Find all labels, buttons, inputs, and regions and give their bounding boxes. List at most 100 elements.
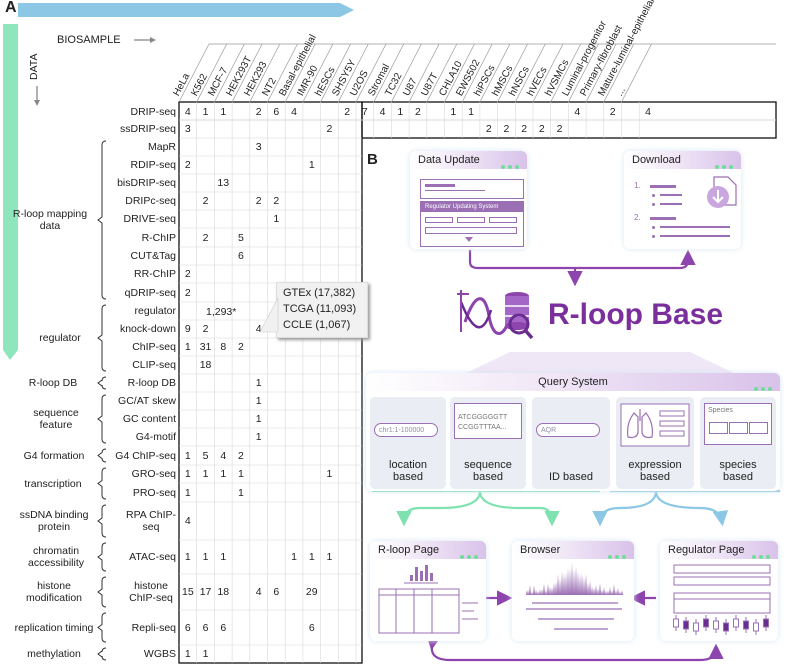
- download-file-icon: [707, 176, 737, 208]
- column-header-divider: [178, 43, 210, 103]
- id-input[interactable]: AQR: [536, 423, 600, 437]
- column-header-divider: [568, 43, 599, 103]
- table-cell: 2: [503, 123, 510, 135]
- column-header-divider: [550, 43, 582, 103]
- group-bracket: [97, 542, 107, 572]
- table-cell: 6: [238, 250, 244, 262]
- row-label: MapR: [147, 141, 176, 153]
- table-cell: 1: [291, 551, 297, 563]
- table-cell: 15: [182, 586, 194, 598]
- species-based-label: species based: [719, 459, 757, 483]
- expression-based-label: expression based: [628, 459, 682, 483]
- rloop-base-logo-text: R-loop Base: [548, 298, 724, 331]
- table-cell: 2: [238, 341, 244, 353]
- table-cell: 1: [308, 551, 315, 563]
- sequence-input-box[interactable]: ATCGGGGGTT CCGGTTTAA...: [454, 403, 522, 439]
- column-header-divider: [621, 43, 652, 103]
- row-label: ChIP-seq: [132, 341, 176, 353]
- table-cell: 4: [184, 515, 191, 527]
- column-header-divider: [373, 43, 405, 103]
- group-bracket: [97, 612, 107, 643]
- table-cell: 3: [184, 123, 191, 135]
- regulator-page-panel: Regulator Page: [660, 541, 778, 641]
- table-cell: 6: [184, 621, 191, 634]
- boxplot-box: [683, 620, 689, 630]
- table-cell: 6: [273, 586, 280, 598]
- table-cell: 1: [220, 551, 227, 563]
- data-update-header: Data Update: [410, 151, 527, 169]
- table-cell: 1: [468, 106, 474, 118]
- table-cell: 9: [184, 323, 191, 335]
- expression-query-card[interactable]: expression based: [616, 397, 694, 489]
- table-cell: 1: [238, 468, 244, 480]
- column-header-divider: [249, 43, 281, 103]
- row-label: WGBS: [143, 648, 176, 660]
- table-cell: 4: [379, 106, 386, 118]
- row-label: DRIPc-seq: [125, 195, 176, 207]
- id-based-label: ID based: [548, 471, 594, 483]
- table-cell: 1: [326, 468, 333, 480]
- row-label: R-ChIP: [141, 231, 176, 244]
- column-header-divider: [320, 43, 351, 103]
- table-cell: 1: [220, 106, 227, 118]
- location-input[interactable]: chr1:1-100000: [374, 423, 438, 437]
- group-bracket: [97, 394, 107, 444]
- group-bracket: [97, 504, 107, 538]
- row-label: R-loop DB: [127, 377, 176, 389]
- table-cell: 1: [184, 341, 191, 353]
- table-cell: 1: [184, 551, 191, 563]
- table-cell: 1: [184, 648, 191, 660]
- species-selector[interactable]: Species: [704, 403, 772, 445]
- table-cell: 4: [574, 106, 581, 118]
- download-item-1: 1.: [634, 181, 641, 190]
- rloop-page-mock: [378, 565, 478, 634]
- row-label: knock-down: [119, 323, 176, 335]
- sequence-based-label: sequence based: [464, 459, 512, 483]
- column-header-divider: [532, 43, 564, 103]
- row-label: GC content: [122, 413, 176, 425]
- table-cell: 2: [184, 286, 191, 299]
- column-header-divider: [196, 43, 228, 103]
- group-label: R-loop DB: [28, 377, 78, 389]
- regulator-updating-form: Regulator Updating System: [420, 201, 524, 247]
- table-cell: 1: [397, 106, 404, 118]
- table-cell: 1: [255, 413, 262, 425]
- table-cell: 2: [273, 195, 280, 207]
- table-cell: 1: [308, 159, 315, 171]
- table-cell: 1: [273, 213, 280, 225]
- update-field: [420, 179, 524, 199]
- table-cell: 1: [220, 468, 227, 480]
- sequence-query-card[interactable]: ATCGGGGGTT CCGGTTTAA... sequence based: [450, 397, 526, 489]
- species-title: Species: [708, 407, 733, 414]
- row-label: RPA ChIP-seq: [126, 509, 176, 533]
- table-cell: 2: [415, 106, 421, 118]
- regulator-page-title: Regulator Page: [668, 544, 745, 556]
- boxplot-box: [713, 620, 719, 630]
- column-header-divider: [337, 43, 369, 103]
- table-cell: 1: [184, 468, 191, 480]
- table-cell: 31: [199, 341, 212, 353]
- tooltip-pointer: [259, 297, 279, 333]
- column-header-divider: [461, 43, 493, 103]
- group-label: replication timing: [14, 621, 94, 634]
- table-cell: 1: [184, 449, 191, 462]
- data-update-title: Data Update: [418, 154, 480, 166]
- download-item-2: 2.: [634, 213, 641, 222]
- id-query-card[interactable]: AQR ID based: [532, 397, 610, 489]
- row-label: DRIP-seq: [130, 106, 176, 118]
- species-query-card[interactable]: Species species based: [700, 397, 776, 489]
- data-banner-arrow: [3, 24, 18, 360]
- table-cell: 5: [238, 231, 244, 244]
- rloop-page-panel: R-loop Page: [370, 541, 486, 641]
- boxplot-box: [743, 620, 749, 630]
- rloop-page-title: R-loop Page: [378, 544, 440, 556]
- table-cell: 1: [202, 551, 209, 563]
- table-cell: 6: [202, 621, 209, 634]
- download-panel: Download 1. 2.: [624, 151, 741, 249]
- location-query-card[interactable]: chr1:1-100000 location based: [370, 397, 446, 489]
- column-header-divider: [408, 43, 440, 103]
- lungs-icon: [620, 403, 690, 447]
